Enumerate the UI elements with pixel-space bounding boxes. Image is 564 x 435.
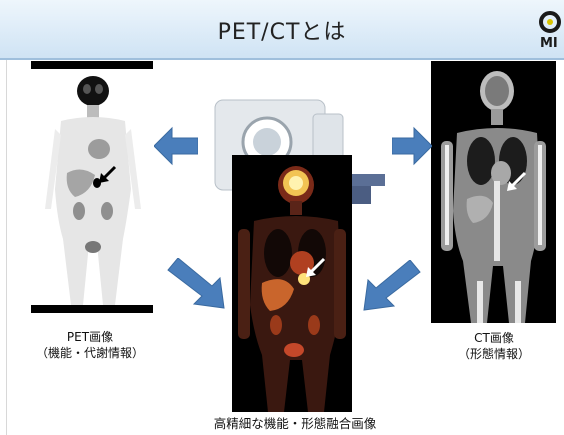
pet-caption-title: PET画像 (20, 329, 160, 345)
slide-title: PET/CTとは (0, 14, 564, 46)
pet-scan-illustration (31, 69, 153, 305)
ct-image (431, 61, 556, 323)
left-guide-line (6, 58, 7, 435)
big-arrow-left-icon (154, 126, 198, 166)
fusion-image (232, 155, 352, 412)
ct-caption-subtitle: （形態情報） (428, 346, 560, 362)
pet-caption-subtitle: （機能・代謝情報） (20, 345, 160, 361)
big-arrow-down-left-icon (362, 260, 422, 312)
slide-header: PET/CTとは MI (0, 0, 564, 60)
pet-image (31, 61, 153, 313)
ct-caption: CT画像 （形態情報） (428, 330, 560, 362)
fusion-caption: 高精細な機能・形態融合画像 (150, 416, 440, 432)
pet-caption: PET画像 （機能・代謝情報） (20, 329, 160, 361)
ct-scan-illustration (431, 61, 556, 323)
logo-text: MI (540, 36, 558, 51)
ct-caption-title: CT画像 (428, 330, 560, 346)
big-arrow-right-icon (392, 126, 432, 166)
fusion-scan-illustration (232, 155, 352, 412)
big-arrow-down-right-icon (166, 258, 226, 310)
